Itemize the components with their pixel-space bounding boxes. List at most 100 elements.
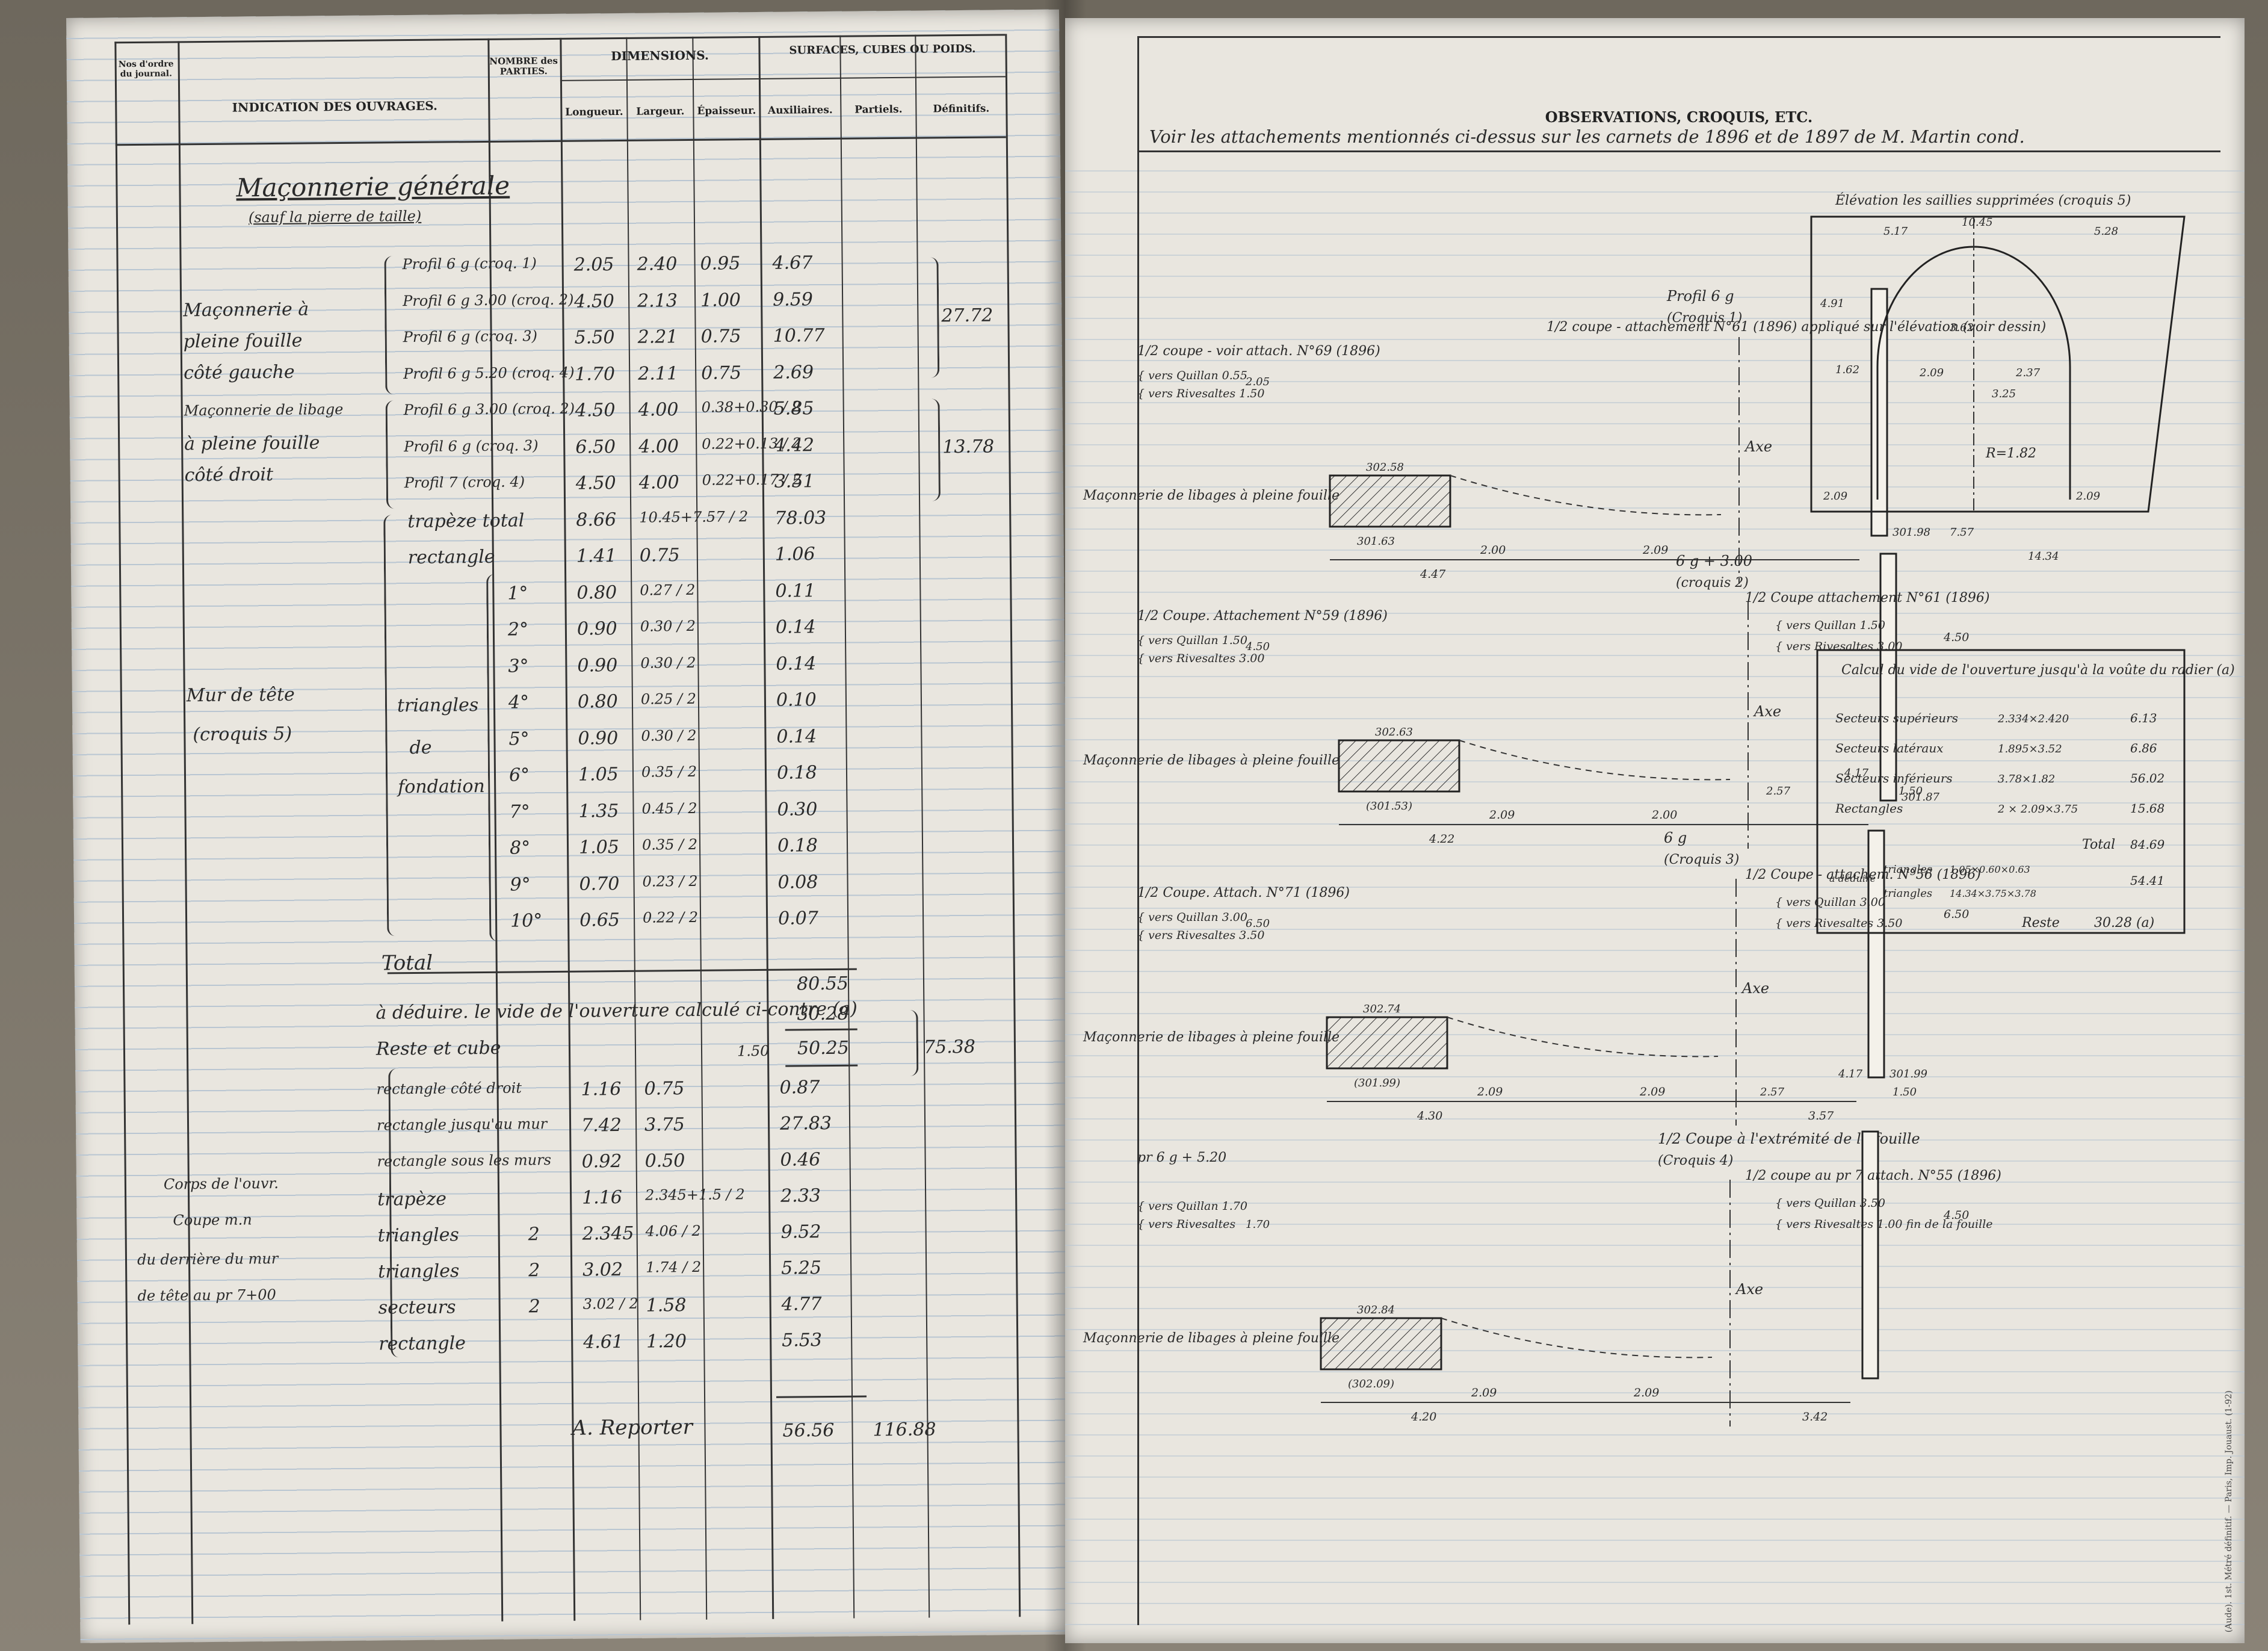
dim-value: 2.57 [1766, 785, 1791, 798]
calc-label: Secteurs latéraux [1835, 741, 1944, 755]
row2-aux: 2.33 [780, 1185, 821, 1207]
dim-value: 7.57 [1950, 526, 1974, 539]
croquis-right: 1/2 coupe au pr 7 attach. N°55 (1896) [1745, 1168, 2001, 1183]
hdr-indication: INDICATION DES OUVRAGES. [232, 98, 437, 115]
calc-expr: 2.334×2.420 [1997, 713, 2069, 725]
hdr-partiels: Partiels. [854, 103, 903, 116]
dim-value: 5.17 [1883, 225, 1908, 238]
dim-value: 1.50 [1893, 1086, 1917, 1098]
level-bottom: (302.09) [1348, 1378, 1394, 1390]
row-length: 0.90 [577, 654, 618, 677]
row-aux: 0.08 [777, 871, 818, 893]
row-thickness: 0.95 [700, 253, 741, 274]
row2-aux: 5.53 [782, 1330, 823, 1351]
profile-curve [1459, 740, 1731, 781]
croquis-app: { vers Rivesaltes 3.50 [1775, 917, 1902, 930]
row-desc: Profil 6 g (croq. 3) [404, 436, 539, 455]
dim-value: 2.37 [2015, 367, 2041, 379]
dim-value: 3.57 [1808, 1109, 1834, 1123]
brace [927, 398, 941, 501]
row-width: 0.45 / 2 [641, 799, 697, 817]
hdr-definitifs: Définitifs. [933, 102, 990, 116]
reste-height: 1.50 [737, 1042, 770, 1060]
croquis-app: { vers Quillan 1.70 [1137, 1200, 1247, 1213]
row-aux: 0.14 [776, 652, 817, 675]
brace [384, 256, 400, 395]
row-width: 0.30 / 2 [641, 726, 697, 745]
brace [925, 257, 940, 378]
total-label: Total [381, 950, 433, 976]
croquis-right: 1/2 coupe - attachement N°61 (1896) appl… [1547, 320, 2046, 335]
dim-value: R=1.82 [1985, 446, 2036, 461]
row-aux: 1.06 [774, 544, 815, 565]
obs-note: Voir les attachements mentionnés ci-dess… [1149, 126, 2025, 147]
group-label: du derrière du mur [137, 1250, 279, 1269]
axis-label: Axe [1753, 703, 1781, 720]
row2-desc: rectangle côté droit [376, 1079, 522, 1098]
row2-width: 1.58 [646, 1295, 687, 1316]
calc-label: Rectangles [1835, 801, 1903, 816]
row-length: 1.05 [578, 764, 619, 785]
left-page: Nos d'ordre du journal. INDICATION DES O… [66, 9, 1074, 1643]
row-width: 0.30 / 2 [640, 654, 696, 672]
row2-length: 0.92 [581, 1151, 622, 1172]
croquis-right: 1/2 Coupe - attachem. N°56 (1896) [1745, 867, 1981, 882]
wall-level: 301.87 [1902, 791, 1940, 804]
row2-width: 2.345+1.5 / 2 [644, 1186, 745, 1204]
libage-block [1320, 1317, 1442, 1371]
row2-width: 0.50 [644, 1150, 685, 1172]
dim-value: 1.62 [1835, 364, 1859, 376]
row-desc: Profil 6 g 5.20 (croq. 4) [403, 364, 575, 382]
libage-block [1338, 739, 1460, 793]
row-width: 0.30 / 2 [640, 617, 696, 635]
croquis-profil: Profil 6 g [1666, 288, 1734, 305]
wall-section [1867, 829, 1885, 1079]
level-top: 302.84 [1357, 1304, 1395, 1316]
row-desc: Profil 6 g 3.00 (croq. 2) [403, 400, 575, 419]
axis-label: Axe [1741, 980, 1769, 997]
croquis-profil: 6 g + 3.00 [1676, 553, 1752, 569]
row-desc: 2° [507, 619, 529, 640]
triangles-label: triangles [397, 695, 479, 717]
calc-deduct-row: triangles [1883, 863, 1932, 876]
wall-section [1861, 1130, 1879, 1380]
dim-value: 5.28 [2094, 225, 2118, 238]
dim-value: 4.30 [1417, 1109, 1442, 1123]
row-width: 0.25 / 2 [640, 690, 697, 708]
row-length: 0.80 [577, 691, 618, 713]
row-desc: 6° [508, 764, 530, 786]
wall-section [1870, 288, 1888, 537]
deduct-value: 30.28 [797, 1003, 849, 1025]
libage-block [1329, 474, 1451, 528]
calc-total-label: Total [2082, 837, 2115, 852]
croquis-num: (croquis 2) [1676, 575, 1749, 590]
dim-value: 3.62 [1950, 321, 1974, 334]
row-width: 0.27 / 2 [640, 581, 696, 599]
row2-aux: 9.52 [780, 1221, 821, 1243]
dim-value: 2.09 [1823, 490, 1847, 503]
axis-label: Axe [1744, 438, 1772, 455]
hdr-num: Nos d'ordre du journal. [118, 59, 174, 79]
dim-value: 2.09 [2075, 490, 2100, 503]
libage-label: Maçonnerie de libages à pleine fouille [1083, 1331, 1339, 1346]
libage-label: Maçonnerie de libages à pleine fouille [1083, 1030, 1339, 1045]
row2-desc: rectangle jusqu'au mur [376, 1115, 548, 1134]
profile-curve [1441, 1318, 1713, 1358]
croquis-app: { vers Rivesaltes 1.00 fin de la fouille [1775, 1218, 1993, 1231]
level-top: 302.63 [1375, 726, 1413, 739]
dim-value: 2.09 [1919, 367, 1944, 379]
croquis-coupe: 1/2 Coupe. Attach. N°71 (1896) [1137, 885, 1350, 900]
group-label: Mur de tête [186, 684, 295, 707]
row-length: 4.50 [573, 290, 615, 312]
row2-width: 3.75 [644, 1114, 685, 1136]
row2-length: 3.02 / 2 [582, 1295, 638, 1313]
header-bottom-line [1137, 150, 2220, 152]
croquis-height: 4.50 [1245, 640, 1270, 653]
row-aux: 0.18 [777, 835, 818, 856]
row-length: 0.80 [576, 581, 617, 604]
row-length: 5.50 [574, 327, 615, 348]
row-length: 4.50 [575, 472, 616, 494]
croquis-right: 1/2 Coupe attachement N°61 (1896) [1745, 590, 1989, 606]
group-label: pleine fouille [183, 330, 303, 353]
row-desc: 8° [509, 837, 531, 859]
